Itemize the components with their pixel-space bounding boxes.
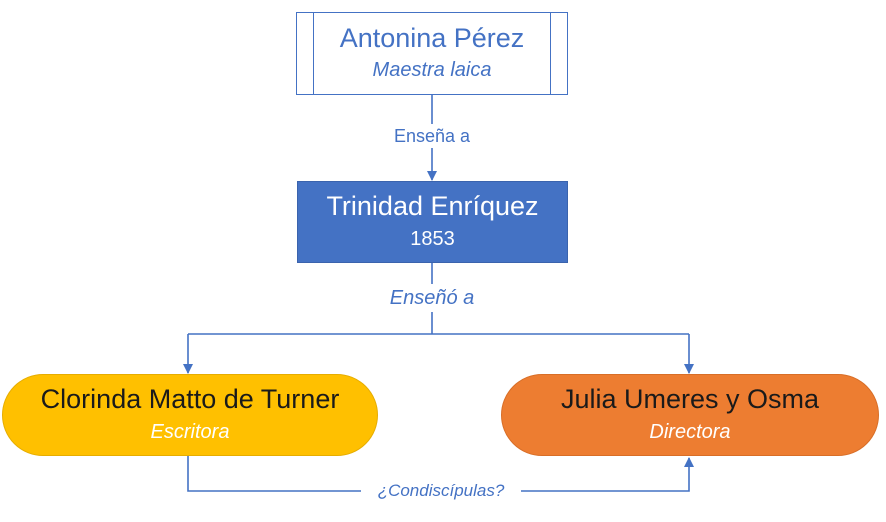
node-role: Maestra laica [372,58,492,81]
node-name: Julia Umeres y Osma [560,384,820,414]
node-name: Antonina Pérez [339,22,525,53]
node-clorinda-matto-de-turner: Clorinda Matto de Turner Escritora [2,374,378,456]
node-name: Clorinda Matto de Turner [40,384,340,414]
node-name: Trinidad Enríquez [326,191,539,221]
node-role: Escritora [150,421,230,443]
edge-label-condiscipulas: ¿Condiscípulas? [361,480,521,502]
node-antonina-perez: Antonina Pérez Maestra laica [296,12,568,95]
node-year: 1853 [410,228,455,250]
node-role: Directora [649,421,731,443]
node-julia-umeres-y-osma: Julia Umeres y Osma Directora [501,374,879,456]
edge-label-ensena: Enseña a [382,124,482,148]
node-trinidad-enriquez: Trinidad Enríquez 1853 [297,181,568,263]
edge-label-enseno: Enseñó a [372,284,492,312]
